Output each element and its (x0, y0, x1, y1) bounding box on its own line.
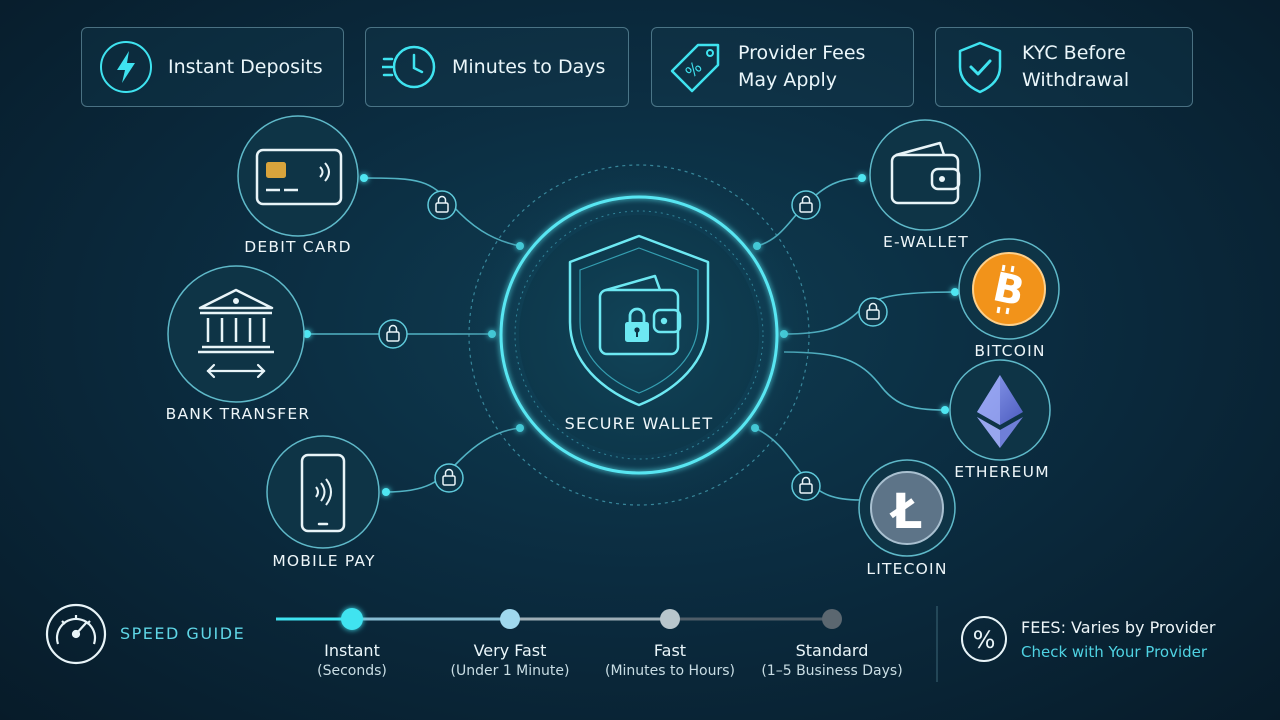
lock-icon (434, 463, 464, 493)
feature-card-provider-fees: % Provider Fees May Apply (651, 27, 914, 107)
label-secure-wallet: SECURE WALLET (564, 414, 714, 433)
shield-wallet-lock-icon (568, 234, 710, 407)
lock-icon (791, 471, 821, 501)
lock-icon (378, 319, 408, 349)
clock-icon (382, 45, 436, 89)
smartphone-nfc-icon (300, 453, 346, 533)
node-bitcoin: B (958, 238, 1060, 340)
speed-level-standard: Standard (1–5 Business Days) (732, 641, 932, 679)
node-debit-card (237, 115, 359, 237)
percent-circle-icon: % (961, 616, 1007, 662)
label-litecoin: LITECOIN (866, 560, 948, 578)
speed-level-note: (Seconds) (317, 663, 387, 679)
ethereum-logo-icon (977, 375, 1023, 448)
feature-card-kyc: KYC Before Withdrawal (935, 27, 1193, 107)
speed-dot-very-fast (500, 609, 520, 629)
lock-icon (427, 190, 457, 220)
lock-icon (791, 190, 821, 220)
feature-text-kyc: KYC Before Withdrawal (1022, 42, 1130, 91)
fees-note-title: FEES: Varies by Provider (1021, 618, 1216, 637)
speed-dot-standard (822, 609, 842, 629)
label-mobile-pay: MOBILE PAY (272, 552, 376, 570)
speed-level-instant: Instant (Seconds) (252, 641, 452, 679)
speed-level-name: Fast (653, 641, 687, 660)
bitcoin-logo-icon: B (972, 252, 1046, 326)
speed-dot-instant (341, 608, 363, 630)
node-e-wallet (869, 119, 981, 231)
label-bank-transfer: BANK TRANSFER (165, 405, 311, 423)
speed-level-note: (Minutes to Hours) (604, 663, 735, 679)
speed-dot-fast (660, 609, 680, 629)
feature-text-provider-fees: Provider Fees May Apply (738, 42, 866, 91)
label-debit-card: DEBIT CARD (244, 238, 352, 256)
lightning-icon (100, 41, 152, 93)
speed-level-name: Standard (795, 641, 869, 660)
node-litecoin: Ł (858, 459, 956, 557)
feature-card-minutes-to-days: Minutes to Days (365, 27, 629, 107)
node-mobile-pay (266, 435, 380, 549)
speed-track (276, 608, 842, 630)
bank-building-icon (198, 288, 274, 354)
label-bitcoin: BITCOIN (974, 342, 1046, 360)
speed-level-name: Very Fast (473, 641, 547, 660)
wallet-icon (890, 141, 961, 205)
node-ethereum (949, 359, 1051, 461)
svg-text:Ł: Ł (889, 484, 923, 540)
fees-note-subtitle: Check with Your Provider (1021, 643, 1208, 661)
speed-level-very-fast: Very Fast (Under 1 Minute) (410, 641, 610, 679)
credit-card-icon (255, 148, 343, 206)
price-tag-percent-icon: % (670, 43, 720, 93)
transfer-arrows-icon (206, 363, 266, 379)
lock-icon (858, 297, 888, 327)
label-ethereum: ETHEREUM (954, 463, 1050, 481)
speed-guide-title: SPEED GUIDE (120, 624, 246, 643)
speed-level-note: (1–5 Business Days) (761, 663, 903, 679)
feature-text-instant-deposits: Instant Deposits (168, 55, 323, 78)
node-bank-transfer (167, 265, 305, 403)
litecoin-logo-icon: Ł (870, 471, 944, 545)
secure-wallet-hub (449, 145, 829, 525)
feature-text-minutes-to-days: Minutes to Days (452, 55, 606, 78)
speed-level-name: Instant (324, 641, 380, 660)
speed-level-note: (Under 1 Minute) (450, 663, 570, 679)
connector-lock-icons (378, 190, 888, 501)
label-e-wallet: E-WALLET (883, 233, 969, 251)
speedometer-icon (45, 603, 107, 665)
shield-check-icon (958, 41, 1002, 94)
svg-text:%: % (973, 626, 996, 654)
feature-card-instant-deposits: Instant Deposits (81, 27, 344, 107)
speed-level-fast: Fast (Minutes to Hours) (570, 641, 770, 679)
